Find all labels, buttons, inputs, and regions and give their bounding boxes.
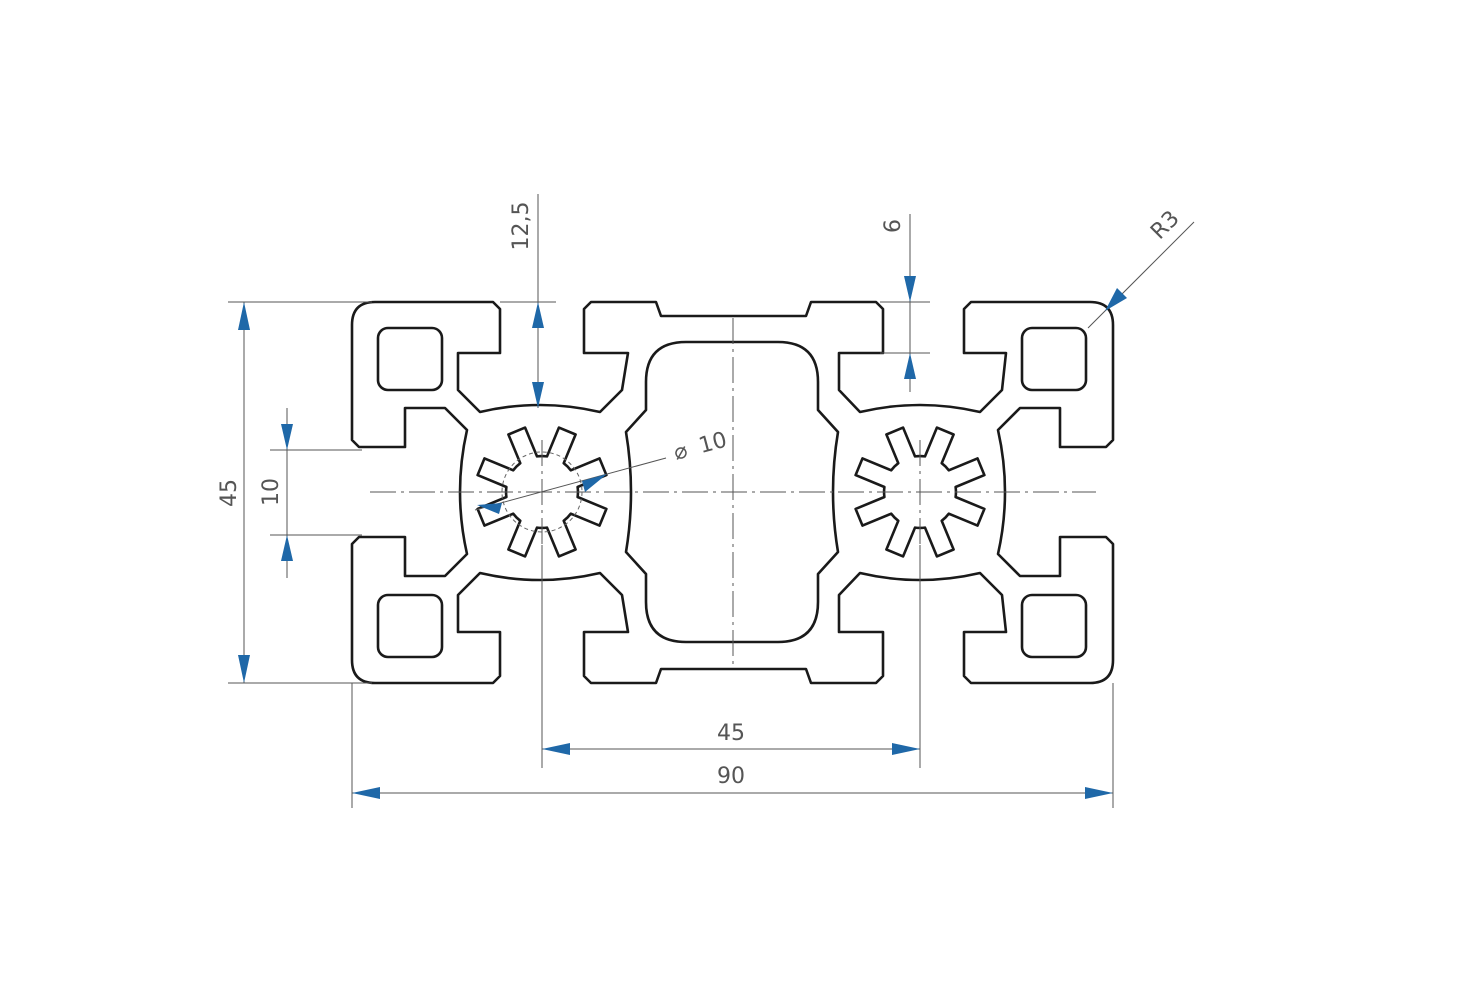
- arrow-pitch-right: [892, 743, 920, 755]
- arrow-lip-top: [904, 276, 916, 302]
- arrow-height-bottom: [238, 655, 250, 683]
- dim-line-radius: [1087, 221, 1195, 329]
- core-bore-star-outline: [854, 426, 986, 558]
- corner-cavity-top-right: [1020, 326, 1088, 392]
- corner-cavity-bottom-left: [376, 593, 444, 659]
- dim-slot-width-label: 10: [259, 478, 284, 506]
- arrow-lip-bottom: [904, 353, 916, 379]
- profile-outline: [350, 300, 1115, 685]
- core-bore-left: [476, 426, 608, 558]
- corner-cavity-bottom-right: [1020, 593, 1088, 659]
- arrow-bore-right: [582, 474, 607, 492]
- bore-hidden-circle: [501, 451, 583, 533]
- arrow-width-right: [1085, 787, 1113, 799]
- arrow-slot-width-top: [281, 424, 293, 450]
- arrow-radius: [1105, 288, 1127, 311]
- dim-height-label: 45: [217, 479, 242, 507]
- corner-cavity-top-left: [376, 326, 444, 392]
- arrow-bore-left: [477, 503, 502, 514]
- arrow-height-top: [238, 302, 250, 330]
- dim-line-bore: [474, 457, 667, 511]
- central-cavity: [624, 340, 840, 644]
- core-bore-star-outline: [476, 426, 608, 558]
- arrow-slot-depth-bottom: [532, 382, 544, 408]
- outer-contour: [350, 300, 1115, 685]
- dim-width-label: 90: [717, 764, 745, 789]
- arrow-slot-width-bottom: [281, 535, 293, 561]
- diameter-symbol: ⌀: [671, 438, 690, 466]
- arrow-pitch-left: [542, 743, 570, 755]
- dim-slot-depth-label: 12,5: [509, 202, 534, 251]
- dim-lip-label: 6: [881, 219, 906, 233]
- core-bore-right: [854, 426, 986, 558]
- arrow-slot-depth-top: [532, 302, 544, 328]
- dim-pitch-label: 45: [717, 721, 745, 746]
- arrow-width-left: [352, 787, 380, 799]
- dim-bore-label: 10: [696, 428, 730, 459]
- dimensions: 45 10 12,5 6 R3 ⌀ 10: [217, 194, 1195, 808]
- dim-radius-label: R3: [1146, 206, 1184, 244]
- center-lines: [370, 318, 1096, 668]
